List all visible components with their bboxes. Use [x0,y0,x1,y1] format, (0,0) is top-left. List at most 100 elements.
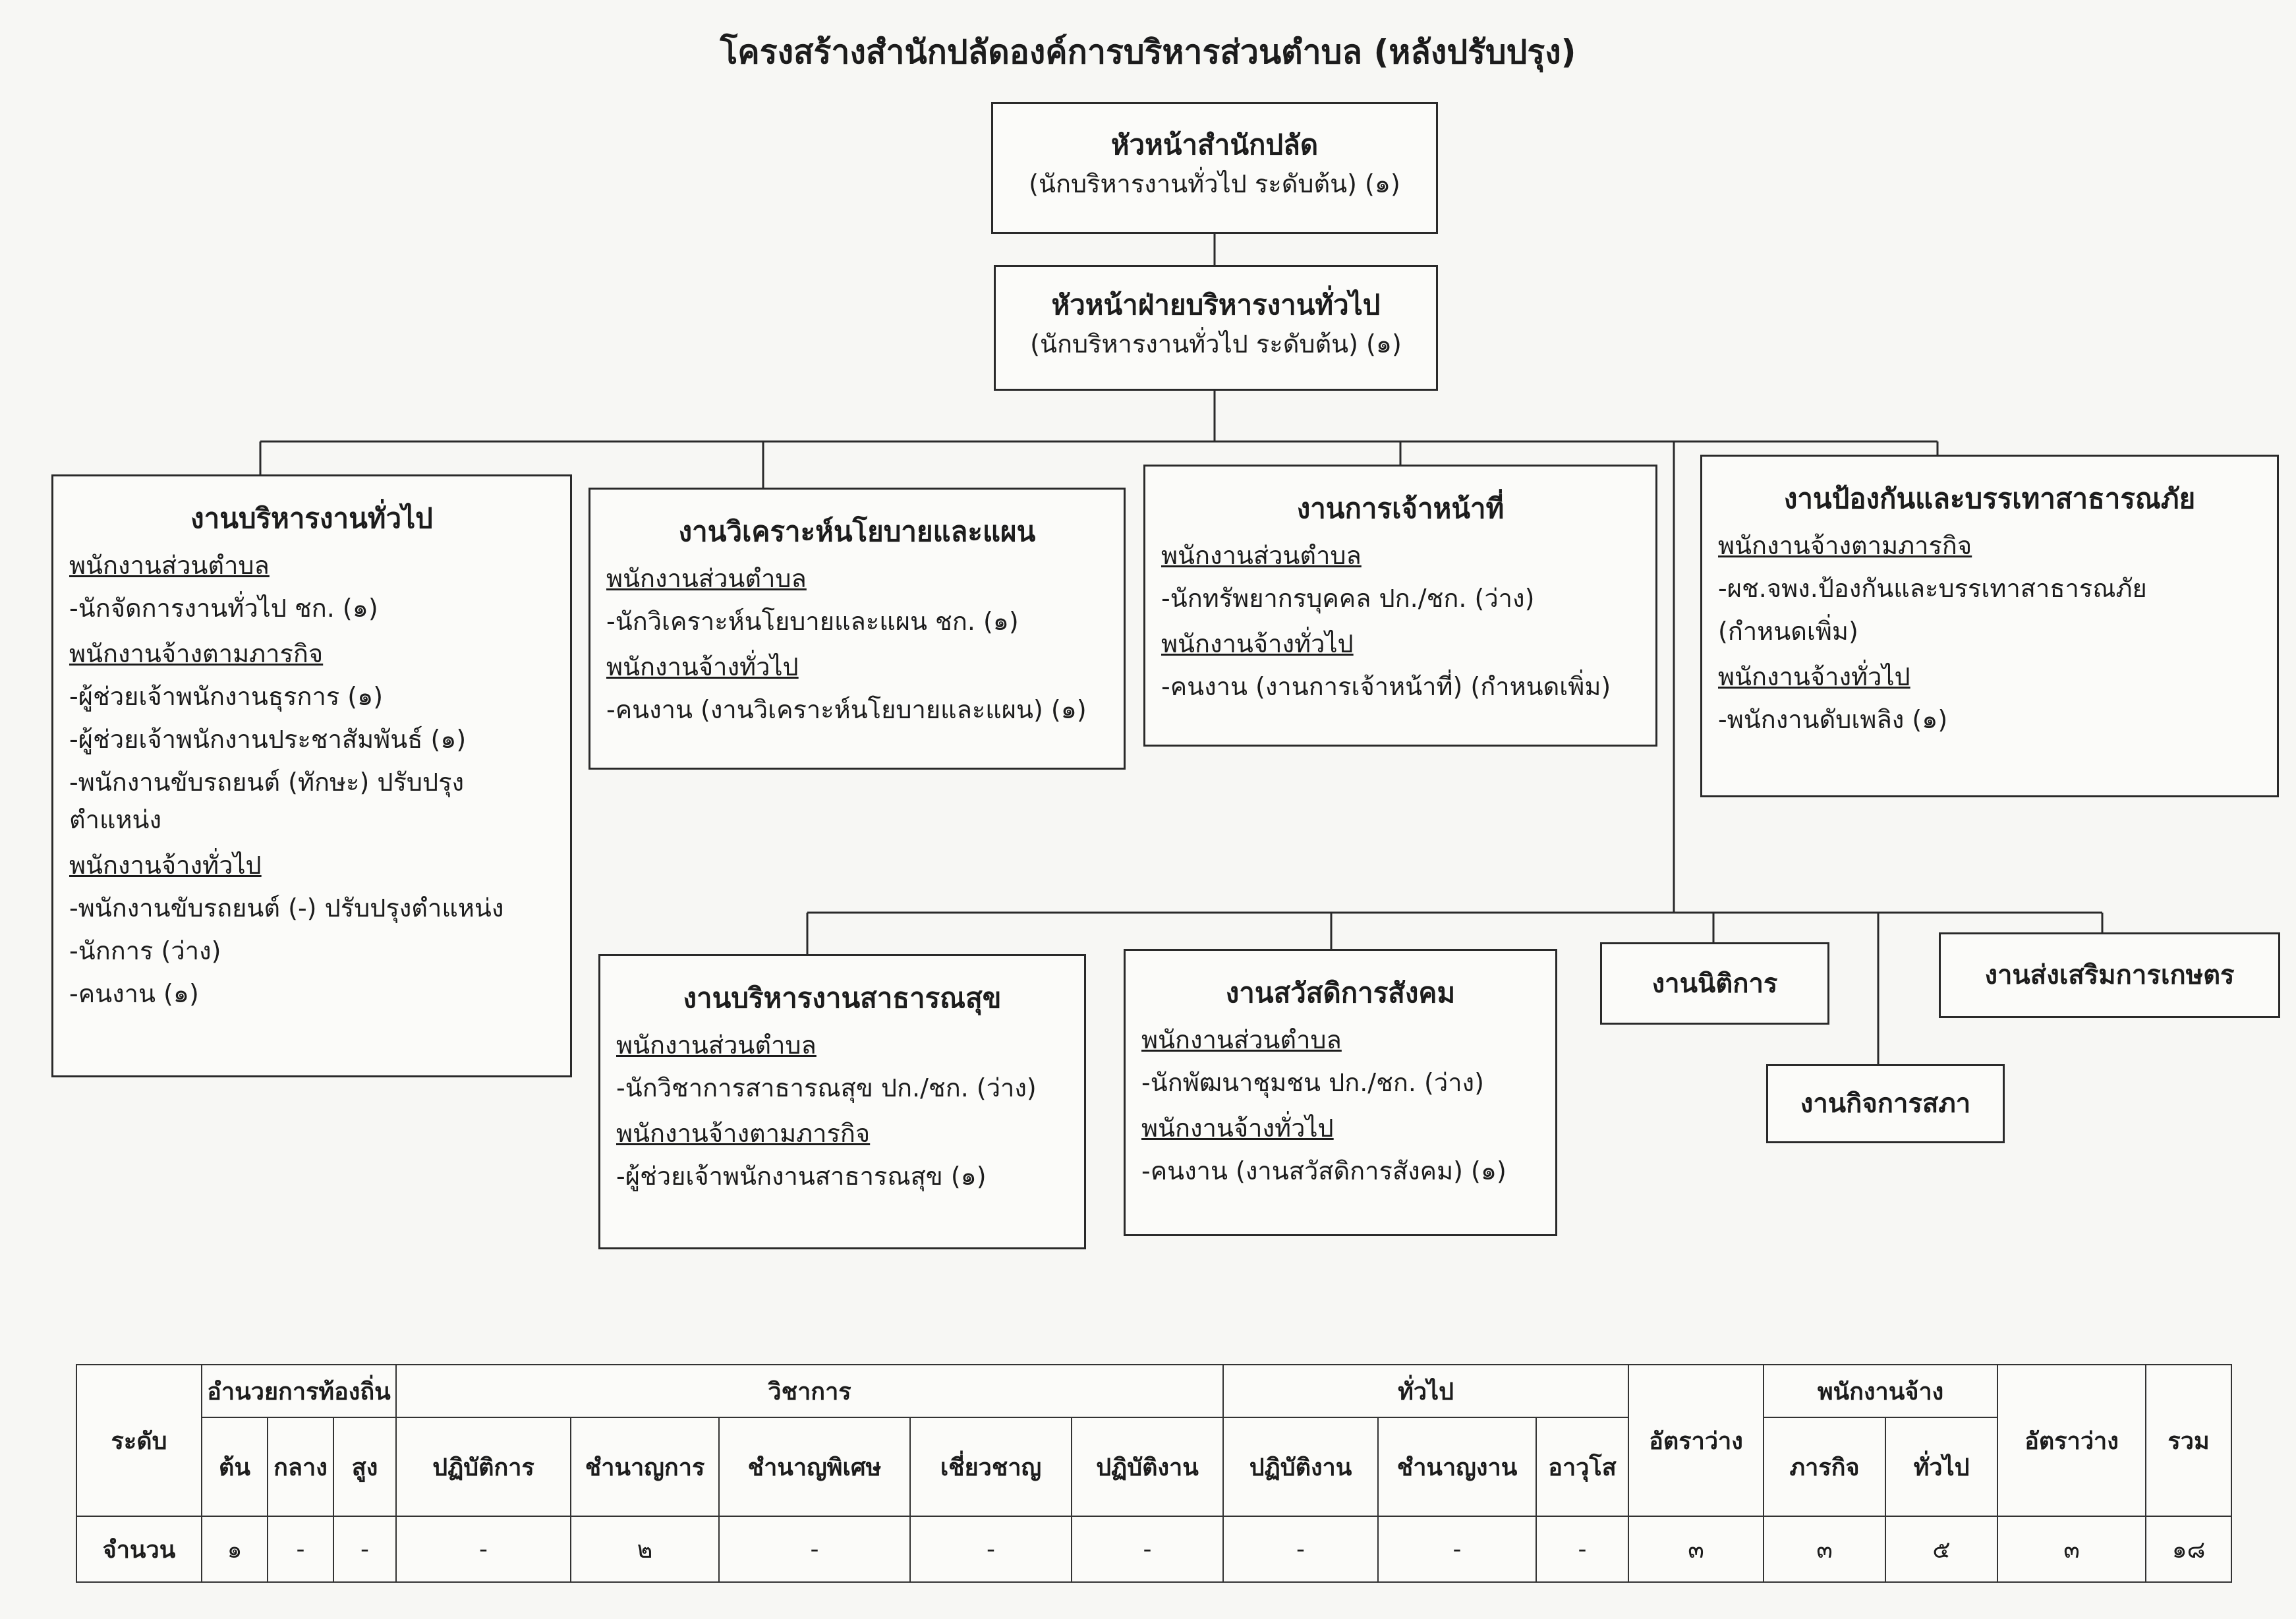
unit-personnel: งานการเจ้าหน้าที่ พนักงานส่วนตำบล -นักทรั… [1143,465,1657,747]
position-item: -ผู้ช่วยเจ้าพนักงานสาธารณสุข (๑) [616,1162,987,1191]
th-avuso: อาวุโส [1535,1417,1630,1517]
chart-title: โครงสร้างสำนักปลัดองค์การบริหารส่วนตำบล … [720,33,1576,71]
staff-category: พนักงานส่วนตำบล [69,551,270,580]
unit-title: งานนิติการ [1651,968,1778,999]
th-employee: พนักงานจ้าง [1763,1364,1999,1418]
unit-legal: งานนิติการ [1600,942,1829,1025]
cell-value: - [1222,1516,1379,1583]
staff-category: พนักงานจ้างทั่วไป [1161,629,1354,658]
position-item: -คนงาน (งานสวัสดิการสังคม) (๑) [1141,1156,1507,1185]
head-office-title: หัวหน้าสำนักปลัด [1110,128,1319,161]
staff-category: พนักงานจ้างตามภารกิจ [1718,531,1972,560]
th-ton: ต้น [201,1417,268,1517]
cell-value: ๓ [1628,1516,1765,1583]
position-item: -ผู้ช่วยเจ้าพนักงานธุรการ (๑) [69,682,384,711]
staff-category: พนักงานส่วนตำบล [616,1031,817,1060]
unit-lines: พนักงานส่วนตำบล -นักวิเคราะห์นโยบายและแผน… [606,560,1108,729]
th-chamnanngan: ชำนาญงาน [1377,1417,1537,1517]
admin-head-box: หัวหน้าฝ่ายบริหารงานทั่วไป (นักบริหารงาน… [994,265,1438,391]
position-item: -นักพัฒนาชุมชน ปก./ชก. (ว่าง) [1141,1068,1484,1097]
unit-lines: พนักงานจ้างตามภารกิจ -ผช.จพง.ป้องกันและบร… [1718,527,2261,739]
position-item: -นักการ (ว่าง) [69,936,221,965]
th-sung: สูง [332,1417,397,1517]
unit-title: งานบริหารงานทั่วไป [190,502,433,534]
th-local-admin: อำนวยการท้องถิ่น [200,1364,397,1418]
cell-value: ๓ [1997,1516,2147,1583]
head-office-box: หัวหน้าสำนักปลัด (นักบริหารงานทั่วไป ระด… [991,102,1438,234]
unit-agriculture: งานส่งเสริมการเกษตร [1939,932,2280,1018]
position-item: -นักจัดการงานทั่วไป ชก. (๑) [69,594,378,623]
position-item: -นักวิเคราะห์นโยบายและแผน ชก. (๑) [606,607,1019,636]
th-total: รวม [2145,1364,2233,1517]
staff-category: พนักงานจ้างทั่วไป [606,652,799,681]
cell-value: ๑๘ [2145,1516,2233,1583]
cell-value: - [1377,1516,1537,1583]
cell-value: ๓ [1763,1516,1887,1583]
staff-category: พนักงานส่วนตำบล [606,564,807,593]
unit-title: งานป้องกันและบรรเทาสาธารณภัย [1783,482,2196,515]
unit-disaster-prevention: งานป้องกันและบรรเทาสาธารณภัย พนักงานจ้าง… [1700,455,2279,797]
th-chiewchan: เชี่ยวชาญ [909,1417,1073,1517]
cell-value: ๑ [201,1516,268,1583]
cell-value: - [1071,1516,1224,1583]
th-vacancy-2: อัตราว่าง [1997,1364,2147,1517]
th-chamnanpiset: ชำนาญพิเศษ [718,1417,911,1517]
th-patibatngan: ปฏิบัติงาน [1071,1417,1224,1517]
th-chamnankan: ชำนาญการ [570,1417,720,1517]
position-item: -ผช.จพง.ป้องกันและบรรเทาสาธารณภัย [1718,574,2147,603]
th-general-employee: ทั่วไป [1885,1417,1999,1517]
cell-value: - [1535,1516,1630,1583]
th-academic: วิชาการ [395,1364,1224,1418]
th-level: ระดับ [76,1364,202,1517]
th-klang: กลาง [267,1417,334,1517]
unit-title: งานกิจการสภา [1800,1089,1971,1119]
th-general: ทั่วไป [1222,1364,1630,1418]
table-row: จำนวน ๑ - - - ๒ - - - - - - ๓ ๓ ๕ ๓ ๑๘ [76,1516,2233,1583]
position-item: -พนักงานขับรถยนต์ (ทักษะ) ปรับปรุงตำแหน่… [69,768,465,834]
unit-title: งานบริหารงานสาธารณสุข [683,982,1002,1014]
unit-lines: พนักงานส่วนตำบล -นักจัดการงานทั่วไป ชก. (… [69,547,554,1013]
staff-category: พนักงานจ้างตามภารกิจ [69,639,324,668]
position-item: -คนงาน (งานการเจ้าหน้าที่) (กำหนดเพิ่ม) [1161,672,1611,701]
unit-lines: พนักงานส่วนตำบล-นักวิชาการสาธารณสุข ปก./… [616,1027,1068,1195]
unit-title: งานส่งเสริมการเกษตร [1984,960,2235,990]
staff-category: พนักงานจ้างทั่วไป [1141,1114,1334,1143]
row-label: จำนวน [76,1516,202,1583]
cell-value: ๕ [1885,1516,1999,1583]
unit-title: งานวิเคราะห์นโยบายและแผน [678,515,1036,548]
unit-lines: พนักงานส่วนตำบล -นักทรัพยากรบุคคล ปก./ชก.… [1161,537,1640,706]
unit-lines: พนักงานส่วนตำบล -นักพัฒนาชุมชน ปก./ชก. (ว… [1141,1021,1539,1190]
cell-value: - [909,1516,1073,1583]
staff-category: พนักงานจ้างทั่วไป [69,851,262,880]
th-vacancy: อัตราว่าง [1628,1364,1765,1517]
admin-head-title: หัวหน้าฝ่ายบริหารงานทั่วไป [1051,289,1381,321]
cell-value: - [395,1516,572,1583]
staff-category: พนักงานจ้างตามภารกิจ [616,1119,871,1148]
th-mission: ภารกิจ [1763,1417,1887,1517]
position-item: -พนักงานดับเพลิง (๑) [1718,705,1948,734]
cell-value: ๒ [570,1516,720,1583]
admin-head-subtitle: (นักบริหารงานทั่วไป ระดับต้น) (๑) [1030,329,1402,358]
cell-value: - [332,1516,397,1583]
position-item: -นักทรัพยากรบุคคล ปก./ชก. (ว่าง) [1161,584,1535,613]
position-item: (กำหนดเพิ่ม) [1718,617,1858,646]
head-office-subtitle: (นักบริหารงานทั่วไป ระดับต้น) (๑) [1029,169,1400,198]
th-patibatngan-general: ปฏิบัติงาน [1222,1417,1379,1517]
th-patibatkan: ปฏิบัติการ [395,1417,572,1517]
position-item: -ผู้ช่วยเจ้าพนักงานประชาสัมพันธ์ (๑) [69,725,467,754]
unit-title: งานสวัสดิการสังคม [1225,977,1456,1009]
staff-category: พนักงานส่วนตำบล [1141,1025,1342,1054]
cell-value: - [718,1516,911,1583]
position-item: -คนงาน (งานวิเคราะห์นโยบายและแผน) (๑) [606,695,1087,724]
position-item: -พนักงานขับรถยนต์ (-) ปรับปรุงตำแหน่ง [69,894,504,923]
unit-public-health: งานบริหารงานสาธารณสุข พนักงานส่วนตำบล-นั… [598,954,1086,1249]
unit-policy-plan: งานวิเคราะห์นโยบายและแผน พนักงานส่วนตำบล… [588,488,1126,770]
staff-category: พนักงานส่วนตำบล [1161,541,1362,570]
unit-general-admin: งานบริหารงานทั่วไป พนักงานส่วนตำบล -นักจั… [51,474,572,1077]
unit-council-affairs: งานกิจการสภา [1766,1064,2005,1143]
summary-table: ระดับ อำนวยการท้องถิ่น วิชาการ ทั่วไป อั… [76,1364,2233,1583]
unit-social-welfare: งานสวัสดิการสังคม พนักงานส่วนตำบล -นักพัฒ… [1124,949,1557,1236]
unit-title: งานการเจ้าหน้าที่ [1296,492,1505,525]
cell-value: - [267,1516,334,1583]
staff-category: พนักงานจ้างทั่วไป [1718,662,1910,691]
